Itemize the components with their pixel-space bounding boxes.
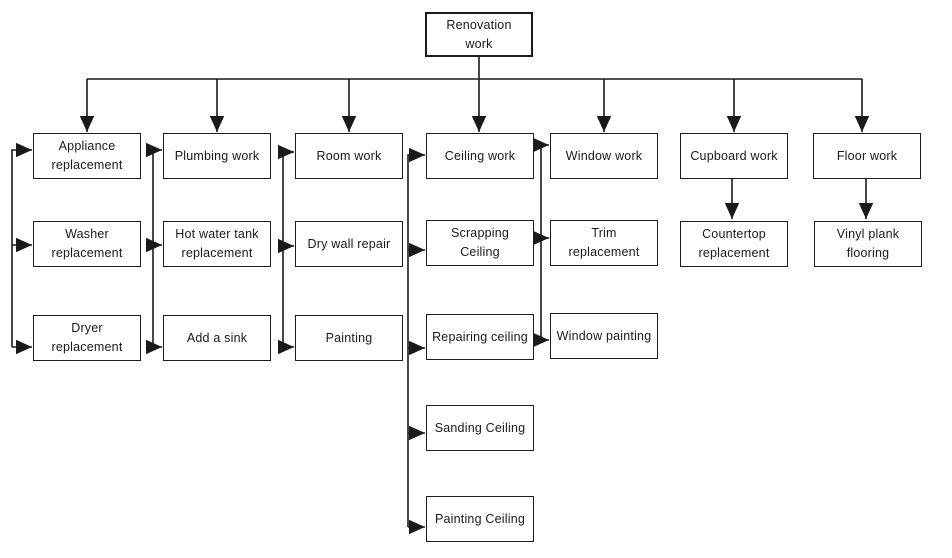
node-window-painting[interactable]: Window painting — [550, 313, 658, 359]
node-room-work[interactable]: Room work — [295, 133, 403, 179]
node-cupboard-work[interactable]: Cupboard work — [680, 133, 788, 179]
node-painting-ceiling[interactable]: Painting Ceiling — [426, 496, 534, 542]
node-dryer-replacement[interactable]: Dryer replacement — [33, 315, 141, 361]
connector-ladder-appliance — [11, 142, 32, 355]
connector-ladder-ceiling — [407, 147, 425, 535]
node-hot-water-tank-replacement[interactable]: Hot water tank replacement — [163, 221, 271, 267]
connector-ladder-plumbing — [146, 142, 162, 355]
node-renovation-work[interactable]: Renovation work — [425, 12, 533, 57]
node-vinyl-plank-flooring[interactable]: Vinyl plank flooring — [814, 221, 922, 267]
node-painting[interactable]: Painting — [295, 315, 403, 361]
node-sanding-ceiling[interactable]: Sanding Ceiling — [426, 405, 534, 451]
node-floor-work[interactable]: Floor work — [813, 133, 921, 179]
node-plumbing-work[interactable]: Plumbing work — [163, 133, 271, 179]
node-add-a-sink[interactable]: Add a sink — [163, 315, 271, 361]
node-window-work[interactable]: Window work — [550, 133, 658, 179]
node-scrapping-ceiling[interactable]: Scrapping Ceiling — [426, 220, 534, 266]
node-washer-replacement[interactable]: Washer replacement — [33, 221, 141, 267]
node-dry-wall-repair[interactable]: Dry wall repair — [295, 221, 403, 267]
node-ceiling-work[interactable]: Ceiling work — [426, 133, 534, 179]
node-trim-replacement[interactable]: Trim replacement — [550, 220, 658, 266]
node-appliance-replacement[interactable]: Appliance replacement — [33, 133, 141, 179]
node-countertop-replacement[interactable]: Countertop replacement — [680, 221, 788, 267]
node-repairing-ceiling[interactable]: Repairing ceiling — [426, 314, 534, 360]
connector-bus-drops — [79, 79, 870, 132]
connector-ladder-window — [533, 137, 549, 348]
connector-ladder-room — [278, 144, 294, 355]
